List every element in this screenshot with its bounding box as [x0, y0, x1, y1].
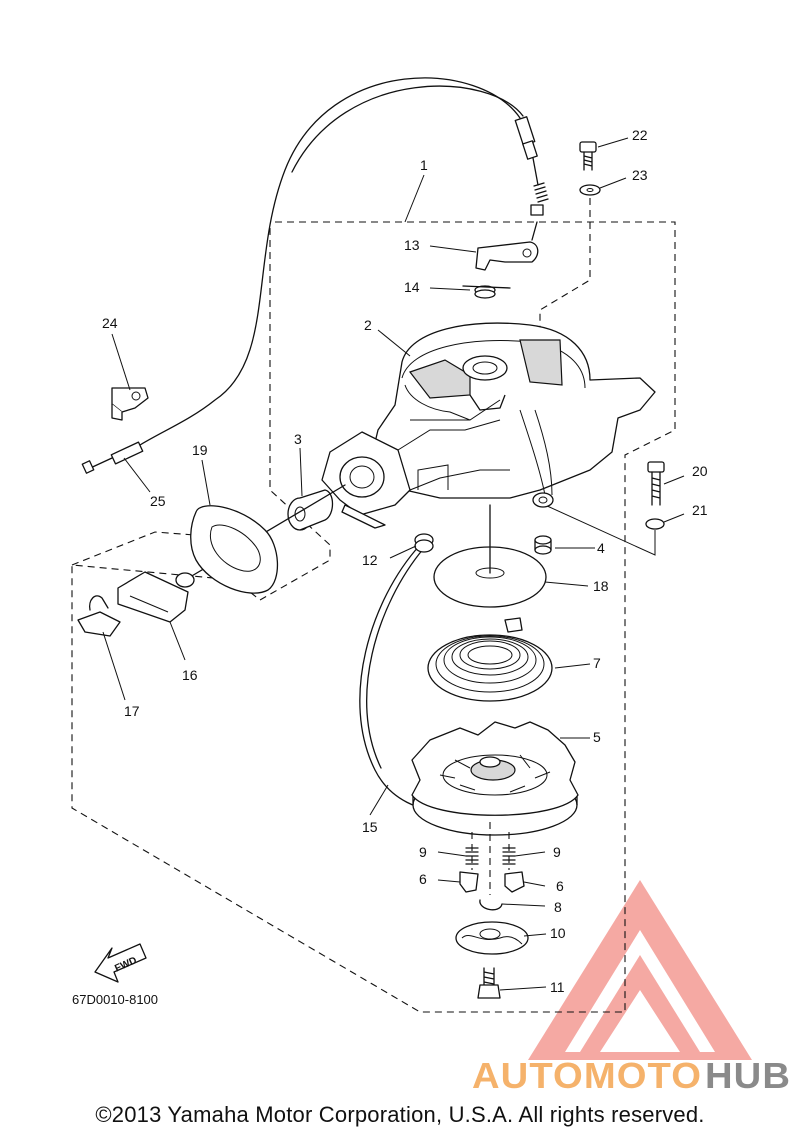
label-25: 25 — [150, 493, 166, 509]
clip-8 — [479, 899, 503, 911]
washer-23 — [579, 184, 601, 196]
label-10: 10 — [550, 925, 566, 941]
pawl-6-left — [459, 871, 479, 893]
watermark-text-hub: HUB — [705, 1055, 791, 1096]
label-19: 19 — [192, 442, 208, 458]
part-number-labels: 1 2 3 4 5 6 6 7 8 9 9 10 11 12 13 14 15 … — [102, 127, 708, 995]
watermark-text: AUTOMOTO HUB — [472, 1055, 791, 1096]
leader-20-21 — [544, 504, 656, 556]
cable-bracket-24 — [111, 387, 149, 421]
bolt-20 — [647, 461, 665, 506]
label-23: 23 — [632, 167, 648, 183]
watermark-triangle-logo — [528, 880, 752, 1060]
fwd-arrow-icon — [94, 943, 147, 983]
friction-plate-10 — [455, 921, 529, 955]
label-4: 4 — [597, 540, 605, 556]
label-12: 12 — [362, 552, 378, 568]
rope-end-12 — [414, 533, 434, 553]
cable-top-fitting — [514, 116, 549, 216]
label-6-right: 6 — [556, 878, 564, 894]
rope-guide-3 — [287, 489, 334, 531]
label-2: 2 — [364, 317, 372, 333]
starter-handle-16 — [117, 571, 195, 623]
label-13: 13 — [404, 237, 420, 253]
label-21: 21 — [692, 502, 708, 518]
clip-17 — [77, 595, 121, 637]
label-9-left: 9 — [419, 844, 427, 860]
cable-curve-2 — [291, 85, 524, 173]
handle-cushion-19 — [190, 505, 279, 594]
label-20: 20 — [692, 463, 708, 479]
copyright-notice: ©2013 Yamaha Motor Corporation, U.S.A. A… — [95, 1102, 705, 1127]
lever-spring-14 — [462, 285, 511, 299]
label-1: 1 — [420, 157, 428, 173]
cable-end-fitting — [81, 441, 144, 474]
starter-lever-13 — [475, 221, 539, 271]
bolt-11 — [477, 967, 501, 999]
leader-23-to-housing — [539, 198, 591, 330]
label-9-right: 9 — [553, 844, 561, 860]
rope-drum-5 — [411, 721, 579, 836]
label-17: 17 — [124, 703, 140, 719]
assembly-boundary-main — [71, 221, 676, 1013]
label-7: 7 — [593, 655, 601, 671]
label-14: 14 — [404, 279, 420, 295]
bolt-22 — [579, 141, 597, 171]
diagram-code: 67D0010-8100 — [72, 992, 158, 1007]
cable-curve — [139, 77, 521, 446]
pawl-6-right — [504, 871, 525, 893]
label-24: 24 — [102, 315, 118, 331]
starter-housing-2 — [371, 322, 656, 508]
label-8: 8 — [554, 899, 562, 915]
leader-lines — [102, 137, 685, 991]
label-5: 5 — [593, 729, 601, 745]
label-6-left: 6 — [419, 871, 427, 887]
washer-21 — [645, 518, 665, 530]
recoil-spring-7 — [427, 617, 553, 702]
rope-guide-arm — [321, 419, 510, 529]
watermark-text-automoto: AUTOMOTO — [472, 1055, 702, 1096]
label-11: 11 — [550, 979, 565, 995]
label-15: 15 — [362, 819, 378, 835]
label-3: 3 — [294, 431, 302, 447]
label-22: 22 — [632, 127, 648, 143]
label-18: 18 — [593, 578, 609, 594]
collar-4 — [534, 535, 552, 555]
label-16: 16 — [182, 667, 198, 683]
